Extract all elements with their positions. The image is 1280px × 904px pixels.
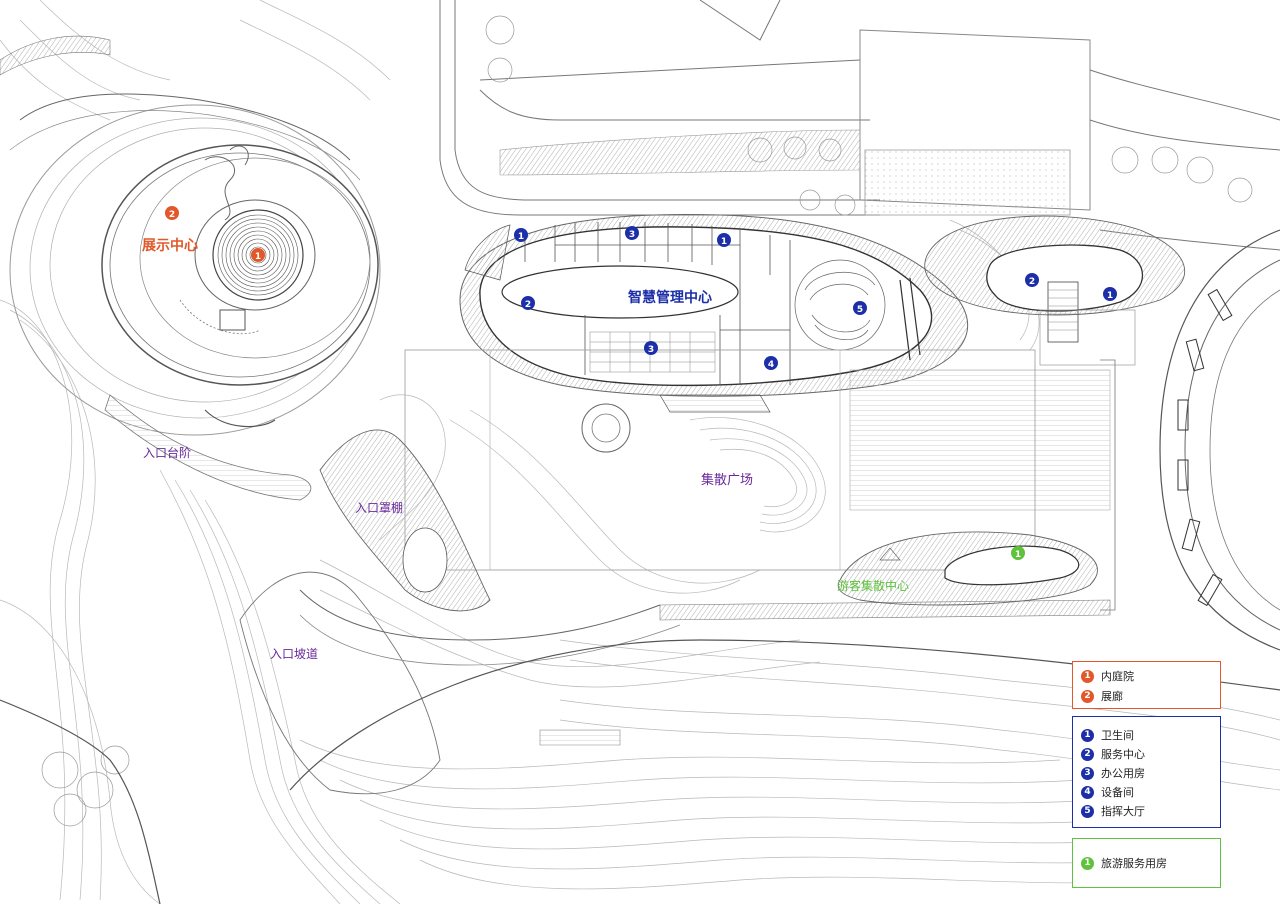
- tree-symbols: [41, 15, 1253, 827]
- right-service-building: [924, 215, 1186, 366]
- marker-blue-1-right: 1: [1103, 287, 1117, 301]
- marker-blue-4: 4: [764, 356, 778, 370]
- label-entrance-ramp: 入口坡道: [270, 647, 318, 661]
- marker-blue-3-top: 3: [625, 226, 639, 240]
- legend-item: 1 卫生间: [1081, 727, 1134, 743]
- legend-label: 内庭院: [1101, 670, 1134, 683]
- marker-orange-2: 2: [165, 206, 179, 220]
- canopy-opening: [402, 527, 448, 593]
- legend-item: 1 旅游服务用房: [1081, 855, 1167, 871]
- visitor-center-core: [944, 545, 1080, 586]
- label-entrance-steps: 入口台阶: [143, 445, 191, 460]
- legend-marker: 5: [1081, 804, 1094, 818]
- legend-label: 服务中心: [1101, 748, 1145, 761]
- svg-text:1: 1: [518, 232, 524, 242]
- svg-text:3: 3: [629, 230, 635, 240]
- legend-item: 3 办公用房: [1081, 765, 1145, 781]
- svg-text:1: 1: [1107, 291, 1113, 301]
- legend-exhibition: 1 内庭院 2 展廊: [1072, 661, 1221, 709]
- marker-blue-1-left: 1: [514, 228, 528, 242]
- marker-blue-2-left: 2: [521, 296, 535, 310]
- legend-item: 2 展廊: [1081, 688, 1123, 704]
- right-arena: [1159, 229, 1280, 651]
- legend-label: 展廊: [1101, 690, 1123, 703]
- hatched-strip: [499, 129, 861, 176]
- label-smart-center: 智慧管理中心: [627, 289, 712, 306]
- legend-marker: 1: [1081, 856, 1094, 870]
- svg-text:4: 4: [768, 360, 774, 370]
- legend-item: 2 服务中心: [1081, 746, 1145, 762]
- marker-blue-1-mid: 1: [717, 233, 731, 247]
- label-plaza: 集散广场: [701, 472, 753, 488]
- legend-marker: 3: [1081, 766, 1094, 780]
- legend-label: 旅游服务用房: [1101, 857, 1167, 870]
- legend-visitor: 1 旅游服务用房: [1072, 838, 1221, 888]
- svg-text:1: 1: [1015, 550, 1021, 560]
- svg-text:2: 2: [525, 300, 531, 310]
- marker-orange-1: 1: [251, 248, 265, 262]
- marker-blue-5: 5: [853, 301, 867, 315]
- legend-marker: 2: [1081, 747, 1094, 761]
- legend-marker: 4: [1081, 785, 1094, 799]
- svg-text:1: 1: [721, 237, 727, 247]
- entrance-canopy-shape: [319, 429, 491, 612]
- roads: [439, 0, 1280, 251]
- exhibition-building: [0, 35, 381, 501]
- legend-management: 1 卫生间 2 服务中心 3 办公用房 4 设备间 5 指挥大厅: [1072, 716, 1221, 828]
- svg-text:1: 1: [255, 252, 261, 262]
- entrance-ramp-shape: [239, 571, 441, 795]
- label-entrance-canopy: 入口罩棚: [355, 500, 403, 515]
- legend-marker: 2: [1081, 689, 1094, 703]
- marker-blue-3-bottom: 3: [644, 341, 658, 355]
- dotted-pad: [864, 149, 1071, 216]
- svg-text:2: 2: [169, 210, 175, 220]
- legend-label: 卫生间: [1101, 729, 1134, 742]
- legend-label: 指挥大厅: [1101, 805, 1145, 818]
- legend-label: 办公用房: [1101, 767, 1145, 780]
- legend-marker: 1: [1081, 728, 1094, 742]
- svg-text:5: 5: [857, 305, 863, 315]
- svg-text:2: 2: [1029, 277, 1035, 287]
- marker-green-1: 1: [1011, 546, 1025, 560]
- legend-label: 设备间: [1101, 786, 1134, 799]
- legend-item: 5 指挥大厅: [1081, 803, 1145, 819]
- svg-text:3: 3: [648, 345, 654, 355]
- legend-item: 1 内庭院: [1081, 668, 1134, 684]
- label-visitor-center: 游客集散中心: [837, 578, 909, 593]
- label-exhibition-center: 展示中心: [142, 237, 198, 254]
- marker-blue-2-right: 2: [1025, 273, 1039, 287]
- legend-marker: 1: [1081, 669, 1094, 683]
- legend-item: 4 设备间: [1081, 784, 1134, 800]
